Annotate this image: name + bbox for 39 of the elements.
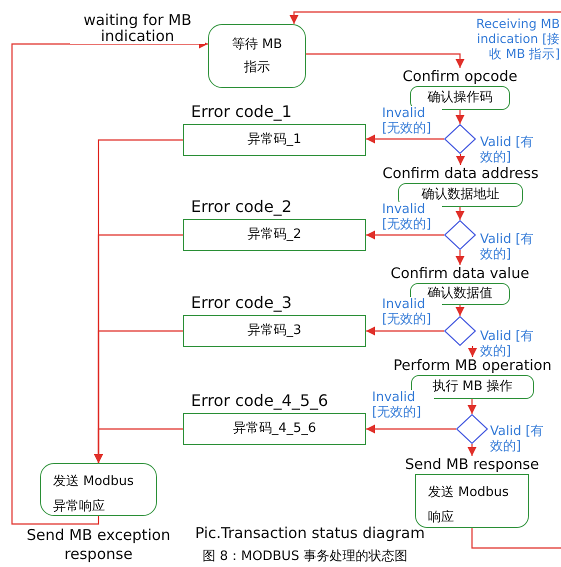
arrow <box>306 53 464 68</box>
box-heading: Perform MB operation <box>393 357 552 375</box>
edge-label: Invalid [无效的] <box>382 297 442 327</box>
box-heading: Error code_1 <box>191 102 292 122</box>
arrow <box>366 326 444 336</box>
arrow <box>456 154 465 165</box>
decision-diamond <box>456 414 488 444</box>
arrow <box>366 230 444 240</box>
arrow <box>456 207 464 220</box>
box-heading: Confirm data value <box>390 265 530 283</box>
arrow <box>94 428 183 463</box>
arrow <box>366 424 456 434</box>
arrow <box>456 110 464 124</box>
decision-diamond <box>444 316 476 346</box>
arrow <box>468 444 476 456</box>
arrow <box>290 11 561 24</box>
process-box: 异常码_2 <box>183 219 366 251</box>
arrow <box>456 250 464 265</box>
state-caption: Send MB exception response <box>26 526 172 564</box>
arrow <box>366 134 444 144</box>
box-heading: Confirm data address <box>382 165 538 183</box>
figure-title: 图 8：MODBUS 事务处理的状态图 <box>202 548 408 565</box>
arrow <box>468 346 477 357</box>
decision-diamond <box>444 220 476 250</box>
box-heading: Error code_4_5_6 <box>191 391 328 411</box>
arrow <box>456 305 464 316</box>
process-box: 异常码_3 <box>183 315 366 347</box>
process-box: 发送 Modbus 响应 <box>415 474 529 528</box>
box-heading: Error code_2 <box>191 197 292 217</box>
box-heading: Confirm opcode <box>402 68 518 86</box>
process-box: 异常码_4_5_6 <box>183 413 366 445</box>
box-heading: Send MB response <box>404 456 540 474</box>
box-heading: Error code_3 <box>191 293 292 313</box>
process-box: 等待 MB 指示 <box>208 24 306 88</box>
edge-label: waiting for MB indication <box>70 12 205 44</box>
process-box: 发送 Modbus 异常响应 <box>40 463 157 516</box>
decision-diamond <box>444 124 476 154</box>
process-box: 异常码_1 <box>183 124 366 156</box>
arrow <box>468 399 476 414</box>
